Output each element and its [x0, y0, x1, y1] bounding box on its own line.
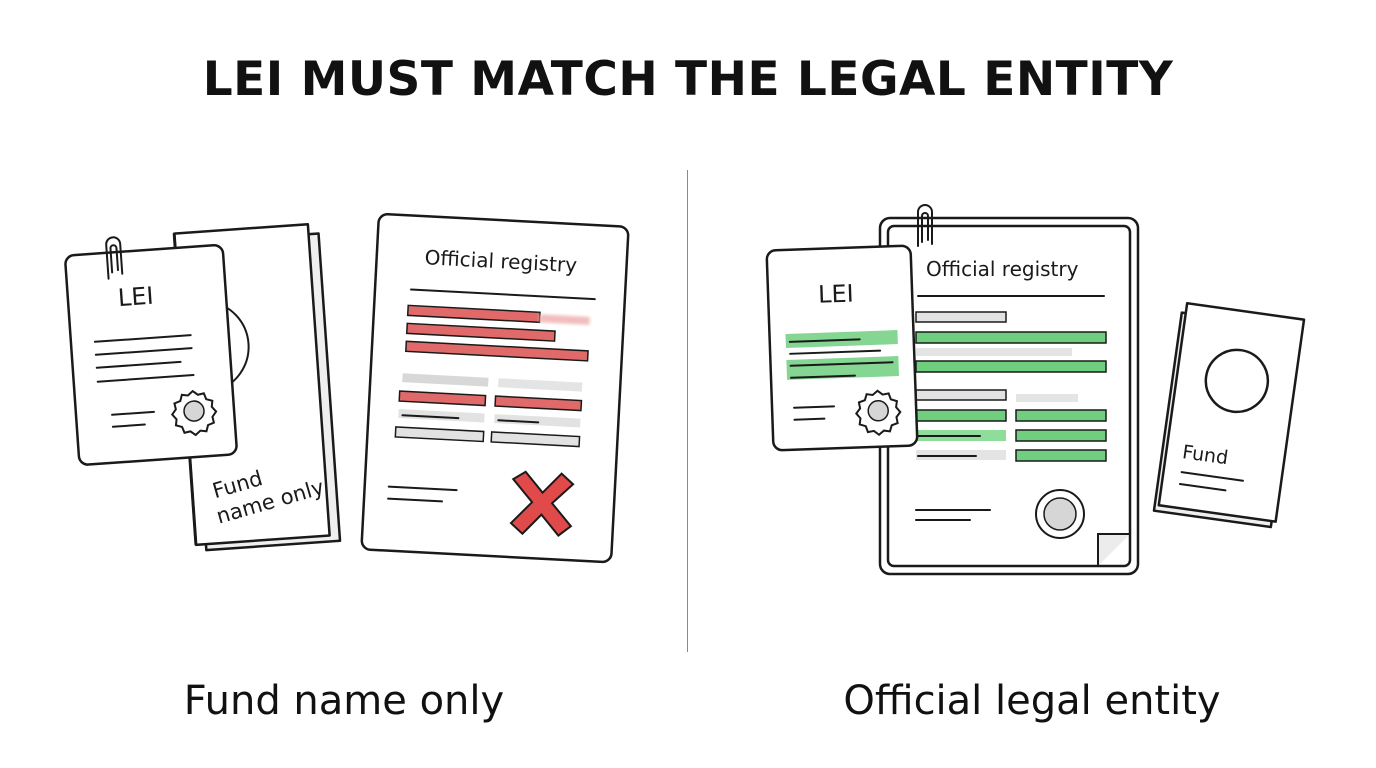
cross-icon [509, 470, 575, 537]
registry-title-right: Official registry [926, 257, 1079, 281]
paperclip-icon [105, 236, 124, 280]
paperclip-icon [917, 204, 933, 247]
right-panel: Official registry [765, 204, 1306, 576]
lei-card-label-right: LEI [818, 280, 855, 309]
mismatch-highlights [394, 304, 590, 448]
registry-doc-right: Official registry [878, 204, 1140, 576]
center-divider [687, 170, 688, 652]
lei-card-right: LEI [765, 244, 919, 452]
seal-icon [1035, 489, 1085, 539]
registry-doc-left: Official registry [360, 212, 630, 564]
page-title: LEI MUST MATCH THE LEGAL ENTITY [202, 52, 1174, 107]
lei-card-left: LEI [64, 236, 238, 466]
lei-card-label-left: LEI [117, 282, 154, 312]
left-panel: Fund name only LEI Official re [64, 212, 630, 564]
caption-right: Official legal entity [843, 678, 1221, 724]
seal-icon [855, 389, 902, 437]
caption-left: Fund name only [183, 678, 505, 724]
match-highlights [915, 311, 1107, 462]
fund-doc-right: Fund [1152, 301, 1306, 529]
seal-icon [170, 389, 218, 437]
